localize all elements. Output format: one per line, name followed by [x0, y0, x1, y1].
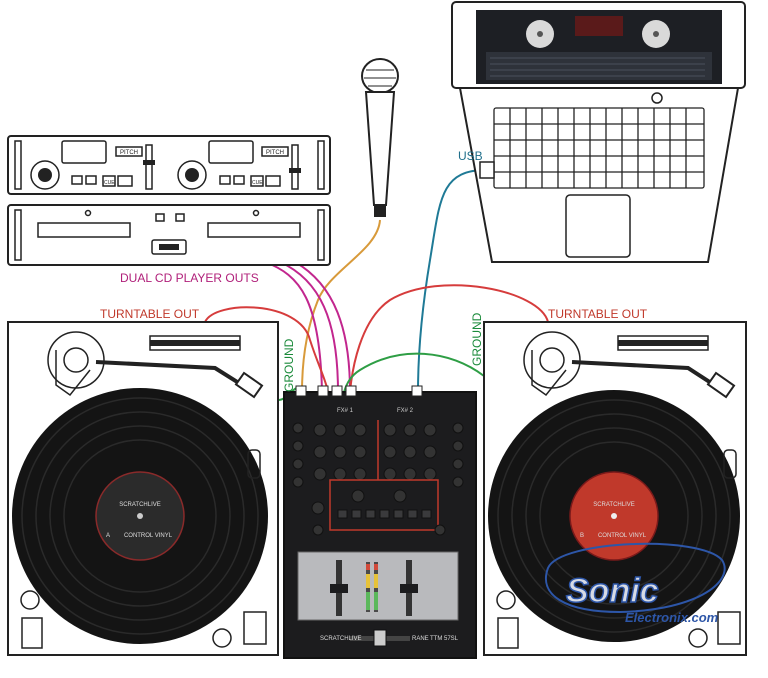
fx1-label: FX# 1: [337, 408, 354, 414]
cd-out-cable-2: [279, 261, 339, 393]
watermark-logo: Sonic Electronix.com: [545, 542, 726, 625]
mixer-knobs: [292, 422, 464, 488]
usb-cable: [417, 169, 487, 393]
record-side-right: B: [580, 533, 584, 539]
record-brand-right: SCRATCHLIVE: [593, 502, 635, 508]
mixer: FX# 1 FX# 2: [283, 385, 477, 659]
ground-right-cable: [343, 352, 485, 393]
turntable-right: SCRATCHLIVE B CONTROL VINYL: [483, 321, 747, 656]
turntable-out-label-left: TURNTABLE OUT: [100, 307, 200, 321]
display-left: [61, 140, 107, 164]
mic-cable: [301, 219, 381, 393]
turntable-out-label-right: TURNTABLE OUT: [548, 307, 648, 321]
cd-transport: [7, 204, 331, 266]
fx2-label: FX# 2: [397, 408, 414, 414]
disc-slot-left: [37, 222, 131, 238]
turntable-right-red-cable: [349, 284, 549, 393]
laptop-icon: [451, 1, 746, 263]
fx-buttons: [337, 509, 432, 519]
cue-label-right: CUE: [252, 180, 263, 186]
ground-label-right: GROUND: [470, 312, 484, 366]
microphone-icon: [361, 58, 399, 217]
cd-out-cable-1: [264, 261, 323, 393]
cd-out-cable-3: [294, 261, 351, 393]
pitch-label-right: PITCH: [266, 150, 284, 156]
vu-meters: [366, 562, 378, 612]
turntable-left: SCRATCHLIVE A CONTROL VINYL: [7, 321, 279, 656]
laptop-trackpad: [565, 194, 631, 258]
laptop-keyboard: [493, 107, 705, 189]
mixer-model: TTM 57SL: [430, 636, 459, 642]
jog-wheel-right: [177, 160, 207, 190]
pitch-label-left: PITCH: [120, 150, 138, 156]
usb-label: USB: [458, 149, 483, 163]
cables: [204, 169, 549, 401]
mixer-maker: RANE: [412, 636, 429, 642]
record-label-text-right: CONTROL VINYL: [598, 533, 647, 539]
watermark-line1: Sonic: [566, 572, 659, 610]
disc-slot-right: [207, 222, 301, 238]
jog-wheel-left: [30, 160, 60, 190]
display-right: [208, 140, 254, 164]
watermark-line2: Electronix.com: [625, 610, 719, 625]
cue-label-left: CUE: [104, 180, 115, 186]
record-label-text-left: CONTROL VINYL: [124, 533, 173, 539]
record-side-left: A: [106, 533, 110, 539]
mixer-brand: SCRATCHLIVE: [320, 636, 362, 642]
dual-cd-outs-label: DUAL CD PLAYER OUTS: [120, 271, 259, 285]
cd-player-controller: PITCH CUE PITCH CUE: [7, 135, 331, 195]
turntable-left-red-cable: [204, 306, 329, 393]
ground-label-left: GROUND: [282, 338, 296, 392]
record-brand-left: SCRATCHLIVE: [119, 502, 161, 508]
